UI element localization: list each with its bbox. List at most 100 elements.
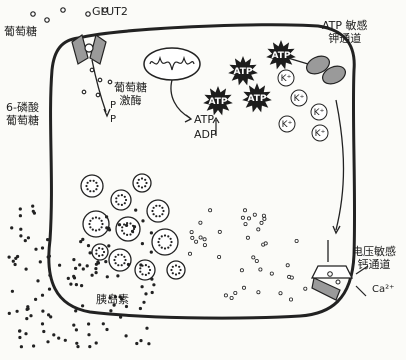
granule-dot xyxy=(101,254,103,256)
granule-dot xyxy=(148,266,150,268)
insulin-dot xyxy=(39,260,42,263)
insulin-dot xyxy=(95,271,98,274)
granule-dot xyxy=(89,220,91,222)
k-ion-label: K⁺ xyxy=(282,120,293,130)
insulin-dot xyxy=(19,234,22,237)
glut2-transporter-icon xyxy=(72,35,106,64)
insulin-dot xyxy=(102,322,105,325)
phosphate-label-1: P xyxy=(110,100,116,112)
granule-dot xyxy=(144,179,146,181)
insulin-dot xyxy=(8,256,11,259)
granule-dot xyxy=(164,234,166,236)
k-ion-label: K⁺ xyxy=(281,74,292,84)
glucokinase-label: 葡萄糖 激酶 xyxy=(114,82,147,107)
insulin-dot xyxy=(141,285,144,288)
insulin-dot xyxy=(36,279,39,282)
granule-dot xyxy=(159,205,161,207)
insulin-granule xyxy=(116,217,140,241)
adp-label: ADP xyxy=(194,129,217,142)
insulin-dot xyxy=(105,226,108,229)
granule-dot xyxy=(113,259,115,261)
insulin-dot xyxy=(139,339,142,342)
intracellular-dot xyxy=(259,268,262,271)
granule-dot xyxy=(98,247,100,249)
intracellular-dot xyxy=(295,239,298,242)
granule-dot xyxy=(139,271,141,273)
insulin-granule xyxy=(147,200,169,222)
granule-dot xyxy=(178,266,180,268)
granule-dot xyxy=(141,186,143,188)
glut2-label: GLUT2 xyxy=(92,6,128,19)
insulin-dot xyxy=(41,294,44,297)
insulin-granule xyxy=(83,211,109,237)
granule-dot xyxy=(93,180,95,182)
insulin-dot xyxy=(75,328,78,331)
insulin-dot xyxy=(106,275,109,278)
k-ion-label: K⁺ xyxy=(314,108,325,118)
insulin-dot xyxy=(26,305,29,308)
intracellular-dot xyxy=(190,231,193,234)
granule-dot xyxy=(87,188,89,190)
granule-dot xyxy=(101,226,103,228)
insulin-dot xyxy=(150,251,153,254)
granule-dot xyxy=(129,233,131,235)
insulin-dot xyxy=(125,224,128,227)
granule-dot xyxy=(123,262,125,264)
granule-dot xyxy=(175,273,177,275)
insulin-dot xyxy=(19,207,22,210)
granule-dot xyxy=(172,266,174,268)
insulin-dot xyxy=(14,263,17,266)
granule-dot xyxy=(89,190,91,192)
intracellular-dot xyxy=(230,296,233,299)
insulin-dot xyxy=(125,334,128,337)
insulin-dot xyxy=(72,275,75,278)
granule-dot xyxy=(125,199,127,201)
k-ion-label: K⁺ xyxy=(315,129,326,139)
granule-dot xyxy=(145,274,147,276)
insulin-dot xyxy=(91,274,94,277)
insulin-dot xyxy=(80,284,83,287)
intracellular-dot xyxy=(255,259,258,262)
insulin-dot xyxy=(24,239,27,242)
insulin-dot xyxy=(107,244,110,247)
insulin-dot xyxy=(48,274,51,277)
granule-dot xyxy=(88,223,90,225)
insulin-dot xyxy=(27,236,30,239)
insulin-granule xyxy=(167,261,185,279)
insulin-dot xyxy=(34,298,37,301)
insulin-dot xyxy=(150,278,153,281)
intracellular-dot xyxy=(199,236,202,239)
intracellular-dot xyxy=(218,255,221,258)
granule-dot xyxy=(141,177,143,179)
insulin-dot xyxy=(94,267,97,270)
insulin-dot xyxy=(52,333,55,336)
granule-dot xyxy=(158,238,160,240)
granule-dot xyxy=(93,190,95,192)
granule-dot xyxy=(95,182,97,184)
atp-label: ATP xyxy=(194,114,214,127)
intracellular-dot xyxy=(264,242,267,245)
intracellular-dot xyxy=(289,298,292,301)
granule-dot xyxy=(123,256,125,258)
granule-dot xyxy=(95,253,97,255)
granule-dot xyxy=(138,185,140,187)
granule-dot xyxy=(161,247,163,249)
granule-dot xyxy=(129,222,131,224)
insulin-dot xyxy=(46,340,49,343)
granule-dot xyxy=(149,269,151,271)
intracellular-dot xyxy=(199,221,202,224)
granule-dot xyxy=(124,202,126,204)
insulin-dot xyxy=(75,283,78,286)
atp-burst-label: ATP xyxy=(233,67,252,77)
intracellular-dot xyxy=(257,291,260,294)
intracellular-dot xyxy=(188,252,191,255)
granule-dot xyxy=(158,244,160,246)
insulin-dot xyxy=(69,283,72,286)
intracellular-dot xyxy=(203,238,206,241)
insulin-dot xyxy=(147,342,150,345)
intracellular-dot xyxy=(241,216,244,219)
insulin-dot xyxy=(82,267,85,270)
insulin-dot xyxy=(75,342,78,345)
